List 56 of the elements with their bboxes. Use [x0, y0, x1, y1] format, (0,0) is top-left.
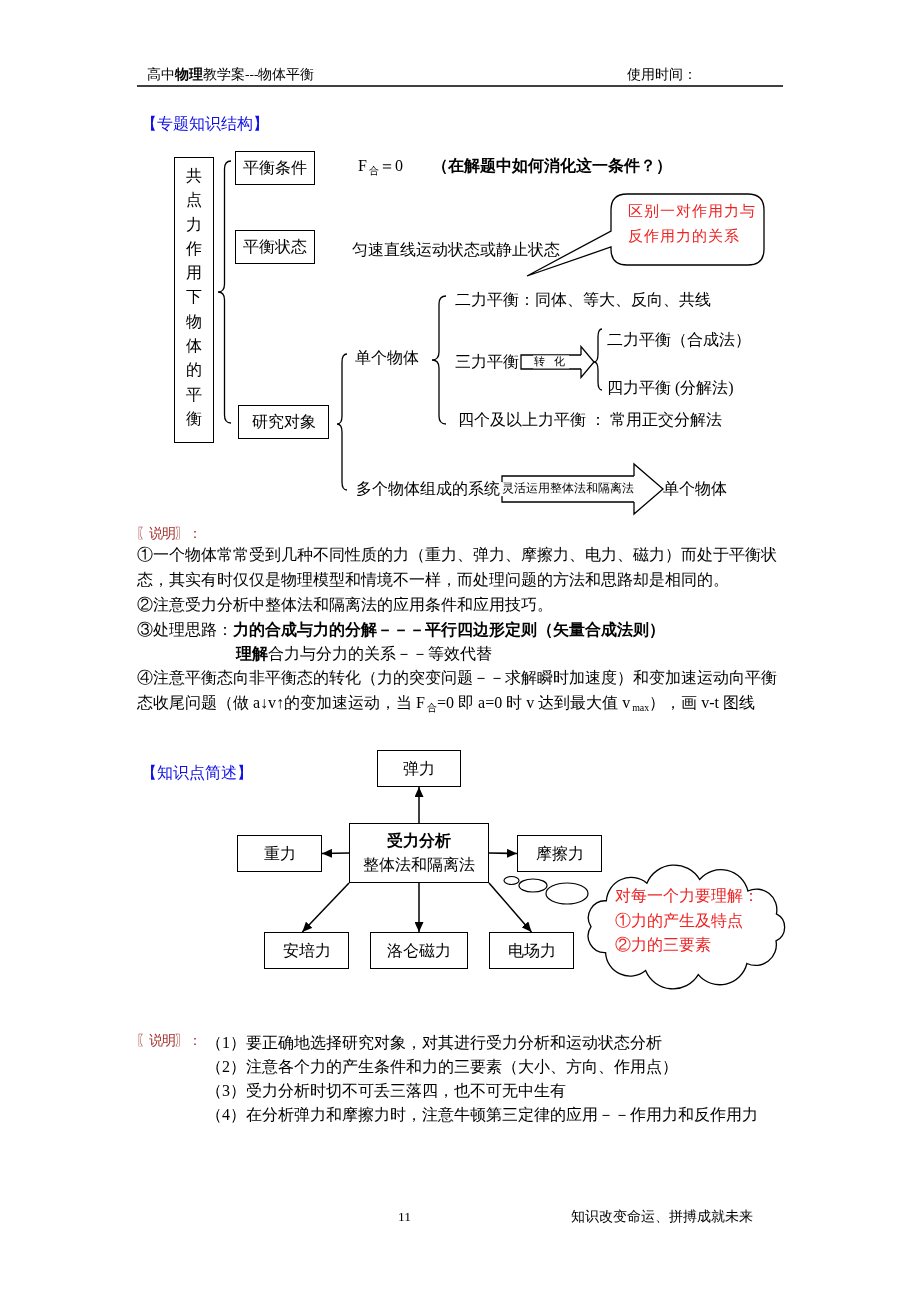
bubble-text: 区别一对作用力与反作用力的关系	[628, 202, 757, 246]
note-item: （1）要正确地选择研究对象，对其进行受力分析和运动状态分析	[206, 1033, 662, 1053]
block-arrow	[501, 463, 664, 515]
arrow	[488, 882, 533, 933]
branch-text: 多个物体组成的系统	[356, 480, 502, 498]
force-box: 弹力	[377, 750, 461, 787]
result-text: 单个物体	[663, 480, 729, 498]
force-box: 洛仑磁力	[370, 932, 468, 969]
cloud-text: ②力的三要素	[615, 935, 711, 955]
note-paragraph: ①一个物体常常受到几种不同性质的力（重力、弹力、摩擦力、电力、磁力）而处于平衡状态，其实有时仅仅是物理模型和情境不一样，而处理问题的方法和思路却是相同的。	[137, 545, 778, 590]
center-box	[349, 823, 489, 883]
note-heading: 〖说明〗：	[136, 525, 201, 543]
category-box: 平衡条件	[235, 151, 315, 185]
formula-text: F$_{合}$＝0	[358, 157, 403, 175]
block-arrow	[520, 345, 595, 379]
page-number: 11	[398, 1208, 411, 1226]
header-text: 高中物理教学案---物体平衡	[147, 67, 315, 83]
force-box: 安培力	[264, 932, 349, 969]
note-item: （3）受力分析时切不可丢三落四，也不可无中生有	[206, 1081, 566, 1101]
header-text: 使用时间：	[627, 67, 697, 83]
question-text: （在解题中如何消化这一条件？）	[432, 157, 672, 175]
box-heading: 受力分析	[387, 831, 451, 851]
note-paragraph: ④注意平衡态向非平衡态的转化（力的突变问题－－求解瞬时加速度）和变加速运动向平衡态收尾问题（做 a↓v↑的变加速运动，当 F$_{合}$=0 即 a=0 时 v 达到最大值 v$_{max}$），画 v-t 图线	[137, 668, 778, 715]
force-box: 重力	[237, 835, 322, 872]
note-paragraph: 理解合力与分力的关系－－等效代替	[236, 644, 492, 664]
edge-label: 灵活运用整体法和隔离法	[501, 482, 635, 496]
category-box: 研究对象	[238, 405, 329, 439]
arrow	[321, 848, 350, 858]
branch-text: 四个及以上力平衡 ： 常用正交分解法	[458, 411, 722, 429]
arrow	[301, 882, 350, 933]
category-box: 平衡状态	[235, 230, 315, 264]
branch-text: 三力平衡	[455, 353, 521, 371]
section-heading: 【专题知识结构】	[141, 115, 269, 133]
branch-text: 二力平衡（合成法）	[607, 331, 751, 349]
force-box: 摩擦力	[517, 835, 602, 872]
cloud-text: ①力的产生及特点	[615, 910, 743, 931]
arrow	[488, 848, 518, 858]
edge-label: 转 化	[533, 355, 569, 369]
arrow	[414, 786, 424, 824]
section-heading: 【知识点简述】	[141, 764, 253, 782]
arrow	[414, 882, 424, 933]
brace	[594, 329, 602, 390]
note-paragraph: ③处理思路：力的合成与力的分解－－－平行四边形定则（矢量合成法则）	[137, 620, 665, 640]
title-column-box: 共点力作用下物体的平衡	[174, 157, 214, 443]
note-item: （4）在分析弹力和摩擦力时，注意牛顿第三定律的应用－－作用力和反作用力	[206, 1105, 758, 1125]
footer-text: 知识改变命运、拼搏成就未来	[571, 1208, 753, 1226]
branch-text: 匀速直线运动状态或静止状态	[352, 241, 560, 259]
cloud-text: 对每一个力要理解：	[615, 886, 759, 906]
box-text: 整体法和隔离法	[363, 855, 475, 875]
branch-text: 二力平衡：同体、等大、反向、共线	[455, 291, 711, 309]
note-item: （2）注意各个力的产生条件和力的三要素（大小、方向、作用点）	[206, 1057, 678, 1077]
force-box: 电场力	[489, 932, 574, 969]
note-heading: 〖说明〗：	[136, 1032, 201, 1050]
branch-text: 四力平衡 (分解法)	[607, 379, 734, 397]
branch-text: 单个物体	[355, 349, 419, 367]
note-paragraph: ②注意受力分析中整体法和隔离法的应用条件和应用技巧。	[137, 595, 553, 615]
